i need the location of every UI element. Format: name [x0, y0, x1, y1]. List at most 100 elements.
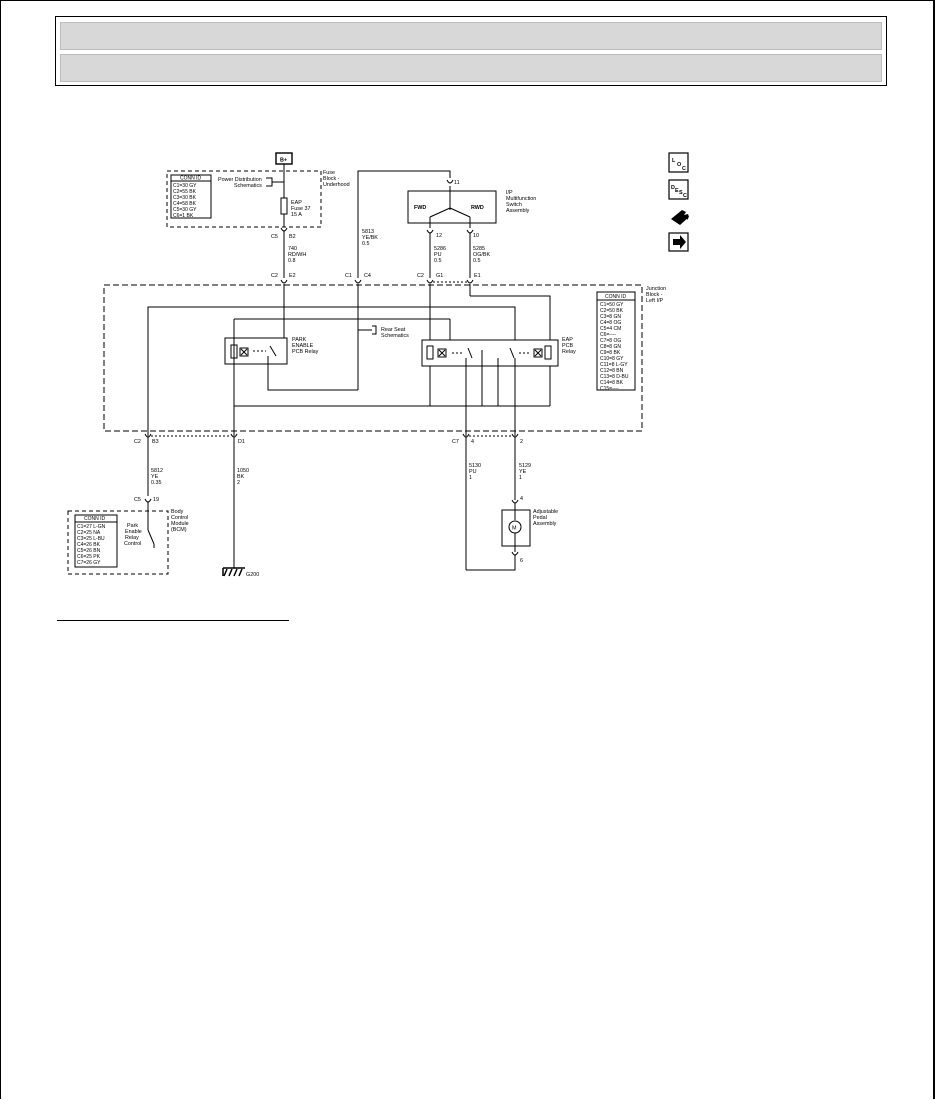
svg-text:PU: PU [434, 252, 442, 258]
svg-text:0.35: 0.35 [151, 480, 162, 486]
svg-text:C: C [683, 193, 687, 199]
wire-5130-label: 5130 PU 1 [469, 463, 481, 481]
svg-text:C15=----: C15=---- [600, 386, 619, 392]
svg-text:Relay: Relay [125, 535, 139, 541]
bcm-pin-19: 19 [153, 497, 159, 503]
svg-text:C10=8 GY: C10=8 GY [600, 356, 624, 362]
svg-text:C5=26 BN: C5=26 BN [77, 548, 101, 554]
svg-text:YE: YE [151, 474, 159, 480]
svg-text:C12=8 BN: C12=8 BN [600, 368, 624, 374]
svg-text:Schematics: Schematics [381, 333, 409, 339]
fwd-label: FWD [414, 205, 426, 211]
footer-rule [57, 620, 289, 621]
svg-text:Relay: Relay [562, 349, 576, 355]
ip-switch-pin-11: 11 [454, 180, 460, 186]
power-distribution-ref: Power Distribution Schematics [218, 177, 262, 189]
svg-text:D1: D1 [238, 439, 245, 445]
svg-text:C7=26 GY: C7=26 GY [77, 560, 101, 566]
svg-text:Switch: Switch [506, 202, 522, 208]
svg-text:Left I/P: Left I/P [646, 298, 663, 304]
rwd-label: RWD [471, 205, 484, 211]
svg-text:C2: C2 [417, 273, 424, 279]
svg-text:C4=58 BK: C4=58 BK [173, 201, 197, 207]
fuse-block-conn-table [170, 174, 212, 219]
location-icon[interactable]: L O C [668, 152, 689, 173]
junction-bottom-pins: C2 B3 D1 C7 4 2 [134, 439, 523, 445]
arrow-right-icon[interactable] [668, 232, 689, 252]
svg-text:PCB: PCB [562, 343, 573, 349]
svg-text:5286: 5286 [434, 246, 446, 252]
svg-text:C3=25 L-BU: C3=25 L-BU [77, 536, 105, 542]
svg-text:C5=30 GY: C5=30 GY [173, 207, 197, 213]
svg-text:C3=8 GN: C3=8 GN [600, 314, 621, 320]
svg-text:Power Distribution: Power Distribution [218, 177, 262, 183]
park-relay-label: PARK ENABLE PCB Relay [292, 337, 319, 355]
motor-label: M [512, 526, 517, 532]
bcm-outline [67, 510, 169, 575]
svg-text:1: 1 [519, 475, 522, 481]
ip-switch-title: I/P Multifunction Switch Assembly [506, 190, 536, 214]
svg-text:PARK: PARK [292, 337, 307, 343]
svg-text:B3: B3 [152, 439, 159, 445]
svg-text:S: S [679, 190, 683, 196]
fuse-block-title: Fuse Block - Underhood [323, 170, 350, 188]
svg-text:C11=8 L-GY: C11=8 L-GY [600, 362, 628, 368]
wire-5285-label: 5285 OG/BK 0.5 [473, 246, 490, 264]
svg-text:Body: Body [171, 509, 184, 515]
fuse-conn-c5: C5 [271, 234, 278, 240]
svg-text:5285: 5285 [473, 246, 485, 252]
svg-text:D: D [671, 185, 675, 191]
svg-text:C1=50 GY: C1=50 GY [600, 302, 624, 308]
svg-text:ENABLE: ENABLE [292, 343, 314, 349]
svg-text:C: C [682, 166, 686, 172]
svg-text:740: 740 [288, 246, 297, 252]
bcm-conn-table [74, 514, 118, 568]
svg-text:Assembly: Assembly [533, 521, 557, 527]
svg-text:Block -: Block - [646, 292, 663, 298]
wire-1050-label: 1050 BK 2 [237, 468, 249, 486]
eap-pcb-relay [421, 339, 559, 367]
svg-text:0.5: 0.5 [473, 258, 481, 264]
wire-5286-label: 5286 PU 0.5 [434, 246, 446, 264]
svg-text:Fuse 37: Fuse 37 [291, 206, 310, 212]
adjustable-pedal-assembly [501, 509, 531, 547]
description-icon[interactable]: D E S C [668, 179, 689, 200]
header-box [55, 16, 887, 86]
svg-text:C5=4 CM: C5=4 CM [600, 326, 621, 332]
junction-conn-table [596, 291, 636, 391]
svg-text:C9=8 BK: C9=8 BK [600, 350, 621, 356]
fuse-block-outline [166, 170, 322, 228]
svg-text:YE/BK: YE/BK [362, 235, 378, 241]
svg-text:E2: E2 [289, 273, 296, 279]
svg-text:Control: Control [124, 541, 141, 547]
bcm-conn-list: CONN ID C1=27 L-GN C2=25 NA C3=25 L-BU C… [77, 516, 106, 566]
svg-text:15 A: 15 A [291, 212, 302, 218]
svg-text:G1: G1 [436, 273, 443, 279]
eap-fuse-37 [280, 197, 288, 215]
svg-text:Enable: Enable [125, 529, 142, 535]
pedal-pin-4: 4 [520, 496, 523, 502]
svg-text:RD/WH: RD/WH [288, 252, 306, 258]
svg-text:C7: C7 [452, 439, 459, 445]
svg-text:E1: E1 [474, 273, 481, 279]
pedal-pin-6: 6 [520, 558, 523, 564]
svg-text:Fuse: Fuse [323, 170, 335, 176]
svg-text:C1: C1 [345, 273, 352, 279]
ground-g200: G200 [246, 572, 259, 578]
svg-text:L: L [672, 158, 676, 164]
svg-text:2: 2 [237, 480, 240, 486]
bcm-title: Body Control Module (BCM) [171, 509, 189, 533]
wrench-icon[interactable] [671, 210, 689, 225]
svg-text:0.5: 0.5 [362, 241, 370, 247]
svg-text:1: 1 [469, 475, 472, 481]
svg-text:C2: C2 [271, 273, 278, 279]
svg-text:C14=8 BK: C14=8 BK [600, 380, 624, 386]
battery-label: B+ [280, 158, 287, 164]
svg-text:CONN ID: CONN ID [605, 294, 627, 300]
svg-text:CONN ID: CONN ID [84, 516, 106, 522]
svg-text:O: O [677, 162, 681, 168]
svg-text:Rear Seat: Rear Seat [381, 327, 406, 333]
svg-text:C13=8 D-BU: C13=8 D-BU [600, 374, 629, 380]
bcm-conn-c5: C5 [134, 497, 141, 503]
